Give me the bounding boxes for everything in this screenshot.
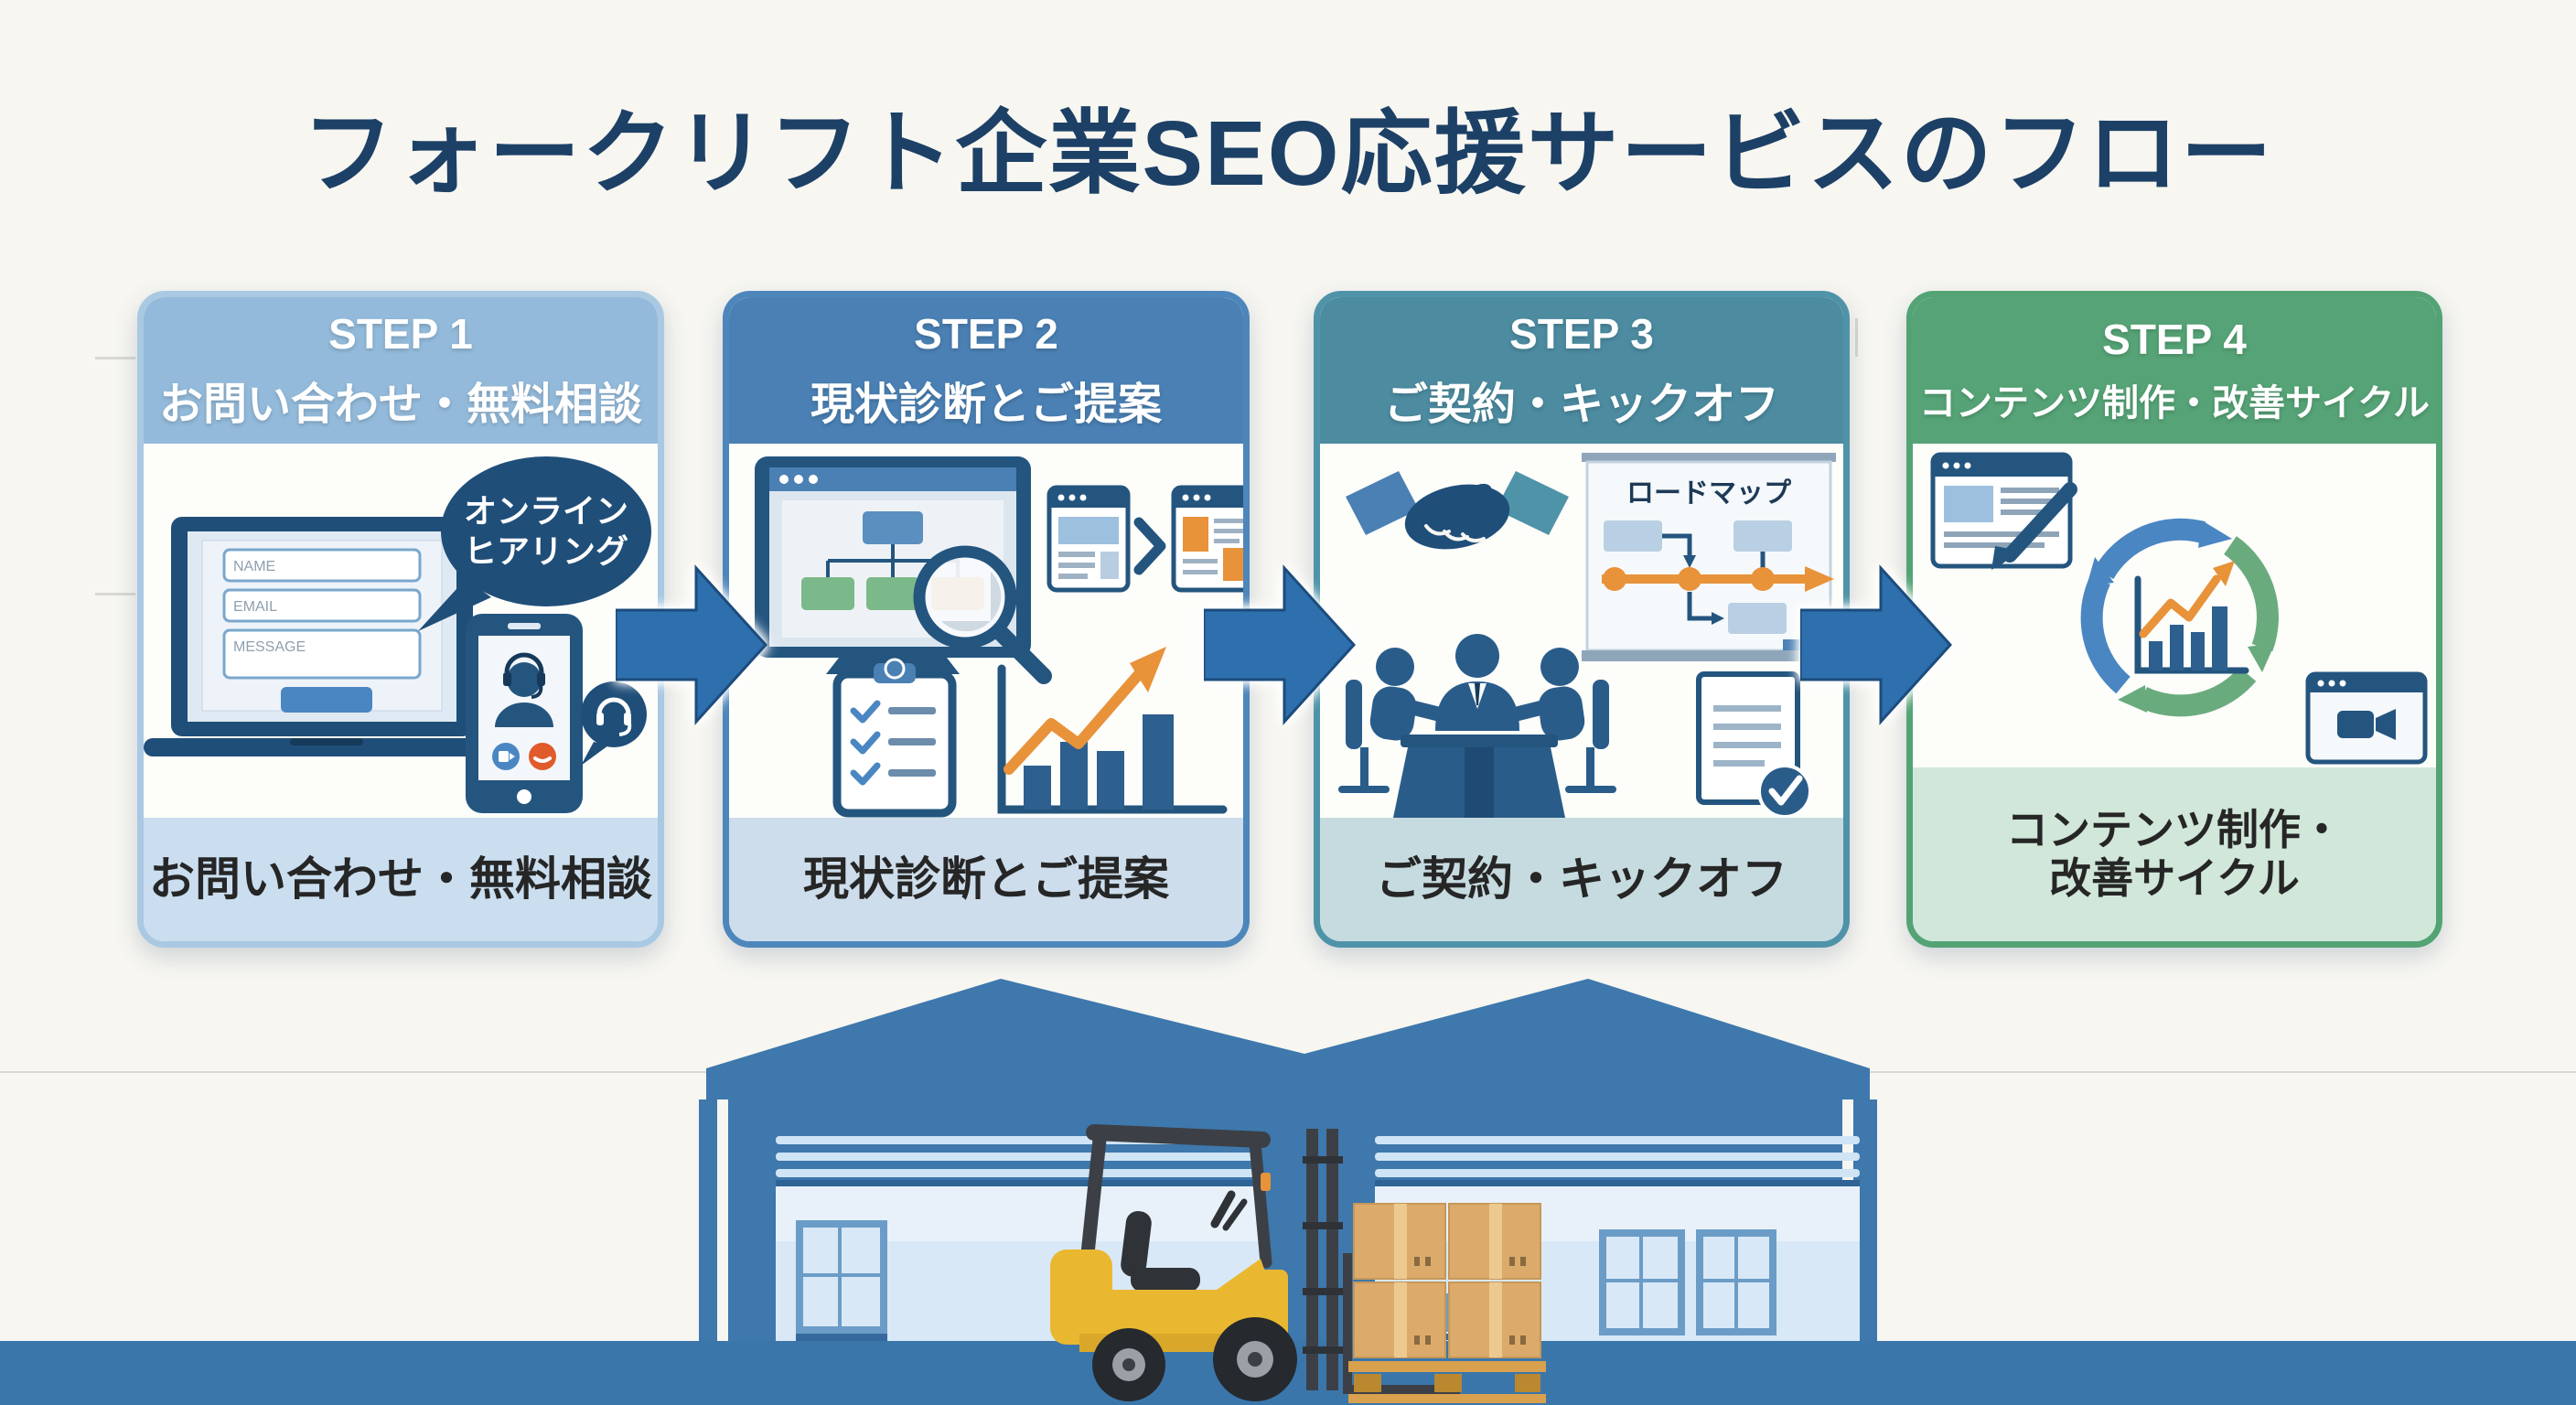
chevron-right-icon <box>1133 517 1166 575</box>
step-4-label: STEP 4 <box>2102 316 2247 363</box>
step-3-label: STEP 3 <box>1509 310 1654 358</box>
step-2-label: STEP 2 <box>914 310 1058 358</box>
svg-text:オンライン: オンライン <box>464 492 628 530</box>
step-2-illustration <box>729 444 1243 818</box>
warehouse-scene <box>693 975 1883 1405</box>
magnifier-icon <box>913 545 1052 684</box>
step-4-footer-line2: 改善サイクル <box>2049 854 2300 902</box>
check-circle-icon <box>1757 764 1812 818</box>
step-card-4: STEP 4 コンテンツ制作・改善サイクル <box>1906 291 2442 948</box>
step-2-footer-label: 現状診断とご提案 <box>803 853 1169 905</box>
svg-text:EMAIL: EMAIL <box>233 599 277 615</box>
svg-text:MESSAGE: MESSAGE <box>233 639 306 655</box>
step-3-header: STEP 3 ご契約・キックオフ <box>1320 297 1843 444</box>
signed-document-icon <box>1696 671 1812 818</box>
svg-text:ヒアリング: ヒアリング <box>464 532 628 570</box>
guide-line <box>95 357 135 359</box>
step-card-1: STEP 1 お問い合わせ・無料相談 NAME EMAIL MESSAGE <box>137 291 664 948</box>
pallet-boxes-icon <box>1348 1203 1546 1403</box>
improvement-cycle-icon <box>2080 518 2279 717</box>
svg-text:NAME: NAME <box>233 559 275 574</box>
step-3-footer: ご契約・キックオフ <box>1320 818 1843 941</box>
step-4-footer: コンテンツ制作・ 改善サイクル <box>1913 767 2436 941</box>
guide-line <box>1855 318 1858 357</box>
analytics-chart-icon <box>2134 561 2249 674</box>
step-2-title: 現状診断とご提案 <box>810 381 1162 429</box>
checklist-clipboard-icon <box>832 658 957 818</box>
flow-arrow-icon <box>1800 564 1953 725</box>
page-title: フォークリフト企業SEO応援サービスのフロー <box>302 102 2274 205</box>
flow-arrow-icon <box>616 564 768 725</box>
forklift-icon <box>1050 1124 1460 1401</box>
storage-rack-icon <box>1599 1229 1685 1335</box>
video-content-icon <box>2305 671 2428 765</box>
step-1-footer: お問い合わせ・無料相談 <box>144 818 658 941</box>
submit-button-shape <box>281 687 372 713</box>
growth-chart-icon <box>997 647 1228 814</box>
step-2-header: STEP 2 現状診断とご提案 <box>729 297 1243 444</box>
speech-bubble-icon: オンライン ヒアリング <box>418 456 651 631</box>
guide-line <box>95 593 135 595</box>
storage-rack-icon <box>796 1220 887 1341</box>
hang-up-button-icon <box>529 743 556 770</box>
page-before-after-icon <box>1046 485 1243 593</box>
laptop-contact-form-icon: NAME EMAIL MESSAGE <box>144 517 510 756</box>
video-camera-icon <box>2337 711 2374 738</box>
storage-rack-icon <box>1696 1229 1776 1335</box>
step-1-title: お問い合わせ・無料相談 <box>158 381 642 429</box>
video-call-phone-icon <box>466 614 583 813</box>
step-1-label: STEP 1 <box>328 310 473 358</box>
step-3-title: ご契約・キックオフ <box>1383 381 1779 429</box>
roadmap-board-icon: ロードマップ <box>1582 453 1836 661</box>
flow-arrow-icon <box>1204 564 1357 725</box>
kickoff-meeting-icon <box>1338 634 1616 818</box>
svg-text:ロードマップ: ロードマップ <box>1626 478 1792 509</box>
step-2-footer: 現状診断とご提案 <box>729 818 1243 941</box>
step-card-2: STEP 2 現状診断とご提案 <box>723 291 1250 948</box>
step-1-illustration: NAME EMAIL MESSAGE オンライン ヒアリング <box>144 444 658 818</box>
pen-icon <box>1991 482 2077 570</box>
headset-bubble-icon <box>581 681 647 766</box>
step-1-footer-label: お問い合わせ・無料相談 <box>149 853 652 905</box>
handshake-icon <box>1346 471 1569 550</box>
step-4-footer-line1: コンテンツ制作・ <box>2006 806 2343 854</box>
step-4-title: コンテンツ制作・改善サイクル <box>1919 383 2430 424</box>
warehouse-left-bay <box>776 1136 1261 1341</box>
step-1-header: STEP 1 お問い合わせ・無料相談 <box>144 297 658 444</box>
step-4-header: STEP 4 コンテンツ制作・改善サイクル <box>1913 297 2436 444</box>
step-3-illustration: ロードマップ <box>1320 444 1843 818</box>
step-card-3: STEP 3 ご契約・キックオフ ロードマップ <box>1314 291 1850 948</box>
step-3-footer-label: ご契約・キックオフ <box>1376 853 1787 905</box>
step-4-illustration <box>1913 444 2436 767</box>
content-writing-icon <box>1930 452 2077 570</box>
